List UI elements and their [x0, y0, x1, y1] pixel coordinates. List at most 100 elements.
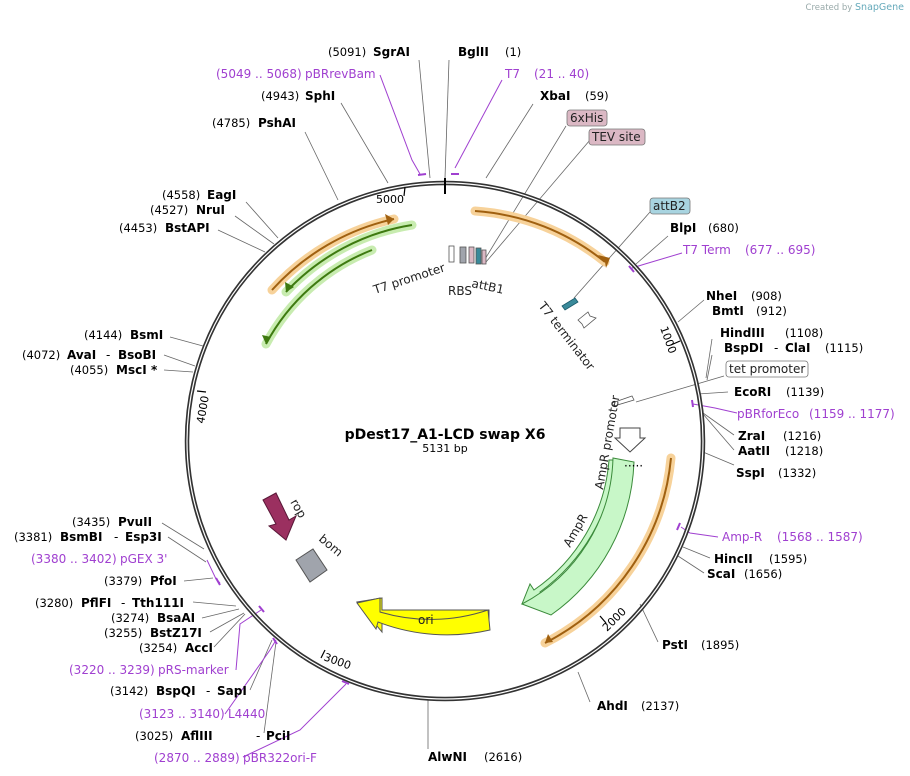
primer-t7: T7	[504, 67, 520, 81]
enzyme-hindiii: HindIII	[720, 326, 765, 340]
attb1-label: attB1	[470, 276, 505, 296]
enzyme-msci: MscI	[116, 363, 147, 377]
enzyme-nhei-pos: (908)	[751, 289, 782, 303]
snapgene-logo: SnapGene	[855, 2, 904, 13]
plasmid-length: 5131 bp	[422, 442, 467, 455]
enzyme-bspdi: BspDI	[724, 341, 763, 355]
scale-ticks	[196, 186, 681, 659]
enzyme-clai-pos: (1115)	[825, 341, 863, 355]
primer-amp-r-range: (1568 .. 1587)	[777, 530, 863, 544]
boxed-labels: 6xHis TEV site attB2 tet promoter	[566, 109, 809, 378]
enzyme-zrai-pos: (1216)	[783, 429, 821, 443]
orf-arcs	[261, 206, 676, 648]
enzyme-bsaai-pos: (3274)	[111, 611, 149, 625]
orf-arrowhead-top-left	[385, 214, 394, 225]
tick-2000: 2000	[600, 605, 629, 634]
primer-l4440: L4440	[228, 707, 265, 721]
svg-text:-: -	[774, 341, 778, 355]
enzyme-pfoi: PfoI	[150, 574, 177, 588]
enzyme-bsmi: BsmI	[130, 328, 163, 342]
enzyme-bspqi: BspQI	[156, 684, 196, 698]
enzyme-nhei: NheI	[706, 289, 737, 303]
svg-text:·····: ·····	[624, 459, 643, 473]
enzyme-psti-pos: (1895)	[701, 638, 739, 652]
tet-promoter-label: tet promoter	[729, 362, 805, 376]
enzyme-alwni: AlwNI	[428, 750, 467, 764]
enzyme-acci: AccI	[185, 641, 213, 655]
enzyme-pflfi-pos: (3280)	[35, 596, 73, 610]
enzyme-pvuii: PvuII	[118, 515, 152, 529]
enzyme-msci-pos: (4055)	[70, 363, 108, 377]
enzyme-alwni-pos: (2616)	[484, 750, 522, 764]
enzyme-labels: (5091) SgrAI BglII (1) XbaI (59) (4943) …	[14, 45, 863, 764]
primer-bars	[215, 173, 694, 685]
enzyme-bsmi-pos: (4144)	[84, 328, 122, 342]
primer-t7-range: (21 .. 40)	[534, 67, 589, 81]
enzyme-aatii: AatII	[738, 444, 770, 458]
enzyme-msci-asterisk: *	[151, 363, 158, 377]
enzyme-psti: PstI	[662, 638, 688, 652]
enzyme-bsmbi-pos: (3381)	[14, 530, 52, 544]
svg-text:-: -	[114, 530, 118, 544]
enzyme-pvuii-pos: (3435)	[72, 515, 110, 529]
enzyme-bglii-pos: (1)	[505, 45, 521, 59]
ampr-promoter-feature	[613, 427, 647, 453]
enzyme-blpi: BlpI	[670, 221, 696, 235]
svg-text:-: -	[106, 348, 110, 362]
enzyme-eagi-pos: (4558)	[162, 188, 200, 202]
enzyme-acci-pos: (3254)	[139, 641, 177, 655]
enzyme-clai: ClaI	[785, 341, 810, 355]
enzyme-sphi: SphI	[305, 89, 335, 103]
enzyme-sphi-pos: (4943)	[261, 89, 299, 103]
rop-label: rop	[287, 497, 309, 521]
backbone	[184, 178, 706, 702]
enzyme-pshai-pos: (4785)	[212, 116, 250, 130]
enzyme-afliii-pos: (3025)	[135, 729, 173, 743]
orf-arrowhead-top-right	[598, 255, 610, 268]
enzyme-xbai-pos: (59)	[585, 89, 609, 103]
enzyme-eagi: EagI	[207, 188, 236, 202]
t7-terminator-feature	[577, 311, 597, 329]
attb2-feature	[561, 297, 579, 311]
primer-pbr322ori-f-range: (2870 .. 2889)	[154, 751, 240, 765]
rbs-label: RBS	[448, 284, 472, 298]
enzyme-nrui-pos: (4527)	[150, 203, 188, 217]
enzyme-afliii: AflIII	[181, 729, 213, 743]
enzyme-sgrai-pos: (5091)	[328, 45, 366, 59]
primer-pbrforeco-range: (1159 .. 1177)	[809, 407, 895, 421]
enzyme-sgrai: SgrAI	[373, 45, 410, 59]
tet-promoter-feature	[611, 395, 635, 407]
ori-arrow	[356, 597, 491, 636]
6xhis-label: 6xHis	[570, 111, 603, 125]
primer-labels: (5049 .. 5068) pBRrevBam T7 (21 .. 40) T…	[31, 67, 895, 765]
enzyme-zrai: ZraI	[738, 429, 765, 443]
enzyme-bstz17i: BstZ17I	[150, 626, 202, 640]
t7-promoter-label: T7 promoter	[371, 261, 447, 298]
enzyme-bsmbi: BsmBI	[60, 530, 102, 544]
enzyme-leader-lines	[161, 59, 735, 749]
primer-pbr322ori-f: pBR322ori-F	[243, 751, 317, 765]
enzyme-bmti: BmtI	[712, 304, 744, 318]
plasmid-name: pDest17_A1-LCD swap X6	[345, 427, 546, 443]
primer-prs-marker-range: (3220 .. 3239)	[69, 663, 155, 677]
enzyme-bmti-pos: (912)	[756, 304, 787, 318]
primer-t7-term: T7 Term	[682, 243, 731, 257]
ori-label: ori	[418, 613, 434, 627]
enzyme-ecori: EcoRI	[734, 385, 771, 399]
enzyme-sspi-pos: (1332)	[778, 466, 816, 480]
snapgene-credit: Created by SnapGene	[806, 2, 904, 13]
enzyme-avai-pos: (4072)	[22, 348, 60, 362]
enzyme-xbai: XbaI	[540, 89, 570, 103]
enzyme-hincii: HincII	[714, 552, 753, 566]
enzyme-sspi: SspI	[736, 466, 765, 480]
enzyme-bstz17i-pos: (3255)	[104, 626, 142, 640]
enzyme-pflfi: PflFI	[81, 596, 111, 610]
primer-pbrforeco: pBRforEco	[737, 407, 799, 421]
enzyme-ahdi: AhdI	[597, 699, 628, 713]
svg-text:-: -	[206, 684, 210, 698]
tev-site-label: TEV site	[591, 130, 641, 144]
svg-text:-: -	[256, 729, 260, 743]
enzyme-pfoi-pos: (3379)	[104, 574, 142, 588]
enzyme-aatii-pos: (1218)	[785, 444, 823, 458]
